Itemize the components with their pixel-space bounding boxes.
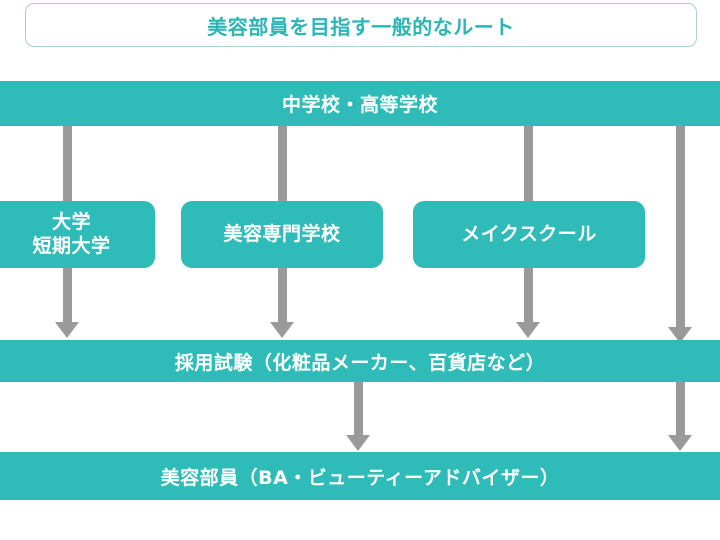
node-beauty-advisor: 美容部員（BA・ビューティーアドバイザー） xyxy=(0,452,720,500)
arrowhead-school-to-exam-bypass xyxy=(668,327,692,343)
node-recruitment-exam: 採用試験（化粧品メーカー、百貨店など） xyxy=(0,340,720,382)
node-school-label: 中学校・高等学校 xyxy=(281,94,438,116)
arrowhead-beauty-school-to-exam xyxy=(270,322,294,338)
connector-makeup-school-to-exam xyxy=(524,262,533,324)
connector-exam-to-job xyxy=(354,378,363,438)
node-makeup-school: メイクスクール xyxy=(413,201,645,268)
node-beauty-school: 美容専門学校 xyxy=(181,201,383,268)
node-school: 中学校・高等学校 xyxy=(0,81,720,126)
arrowhead-university-to-exam xyxy=(55,322,79,338)
node-recruitment-exam-label: 採用試験（化粧品メーカー、百貨店など） xyxy=(174,351,546,374)
arrowhead-exam-to-job-right xyxy=(668,435,692,451)
connector-exam-to-job-right xyxy=(676,378,685,438)
connector-school-to-makeup-school xyxy=(524,120,533,210)
diagram-title: 美容部員を目指す一般的なルート xyxy=(207,14,515,39)
node-makeup-school-label: メイクスクール xyxy=(461,222,597,245)
diagram-title-box: 美容部員を目指す一般的なルート xyxy=(25,3,697,47)
connector-beauty-school-to-exam xyxy=(278,262,287,324)
arrowhead-exam-to-job xyxy=(346,435,370,451)
node-university: 大学 短期大学 xyxy=(0,201,155,268)
node-beauty-advisor-label: 美容部員（BA・ビューティーアドバイザー） xyxy=(160,466,560,489)
connector-school-to-beauty-school xyxy=(278,120,287,210)
node-beauty-school-label: 美容専門学校 xyxy=(223,222,341,245)
node-university-label: 大学 短期大学 xyxy=(32,211,111,257)
connector-school-to-university xyxy=(63,120,72,210)
arrowhead-makeup-school-to-exam xyxy=(516,322,540,338)
connector-university-to-exam xyxy=(63,262,72,324)
connector-school-to-exam-bypass xyxy=(676,120,685,335)
